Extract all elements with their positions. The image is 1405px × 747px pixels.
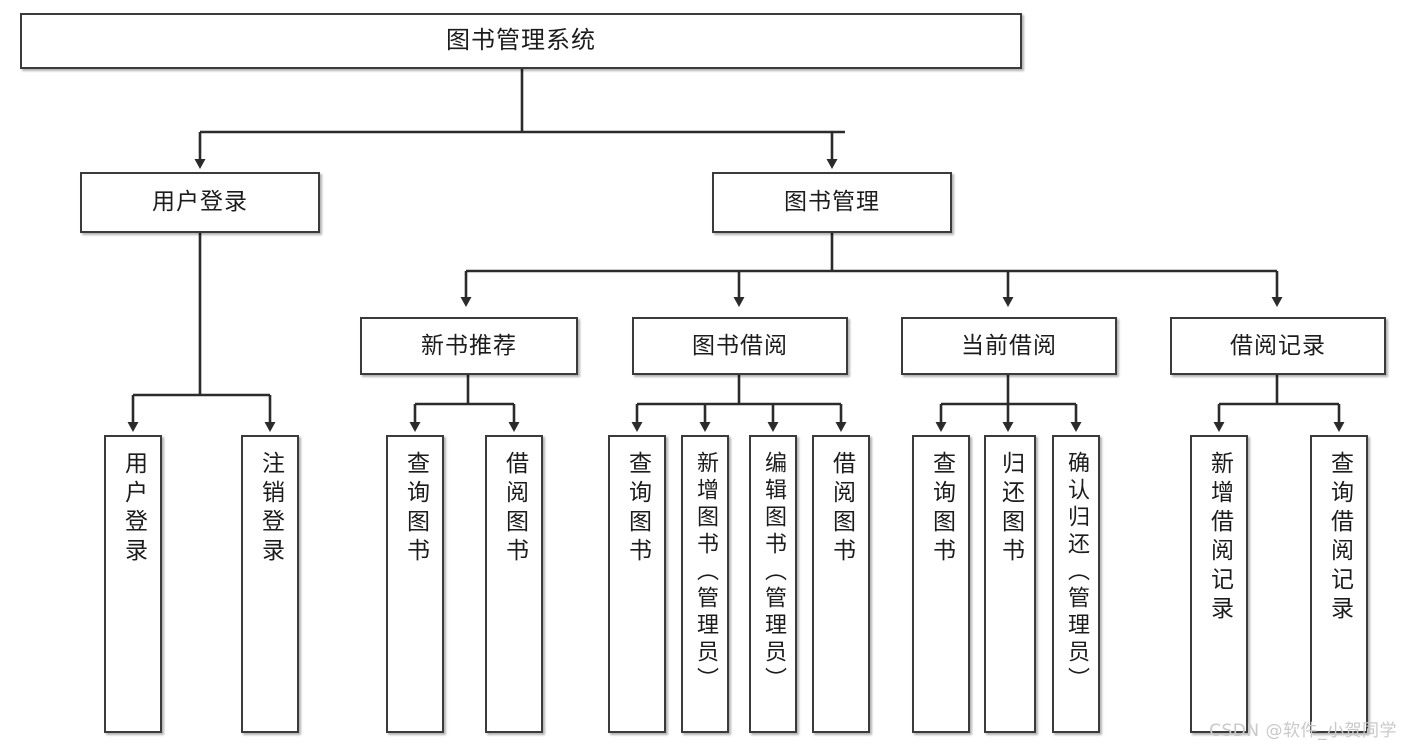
node-label: 归还图书: [997, 451, 1024, 567]
node-label: 查询图书: [624, 451, 651, 567]
node-label: 新增图书（管理员）: [693, 451, 718, 694]
leaf-new-book-query[interactable]: 查询图书: [386, 435, 444, 733]
node-root-library-system[interactable]: 图书管理系统: [20, 13, 1022, 69]
leaf-current-return-book[interactable]: 归还图书: [984, 435, 1036, 733]
node-label: 新书推荐: [421, 332, 517, 359]
node-label: 图书借阅: [692, 332, 788, 359]
leaf-current-confirm-return-admin[interactable]: 确认归还（管理员）: [1052, 435, 1100, 733]
leaf-borrow-query-book[interactable]: 查询图书: [608, 435, 666, 733]
leaf-user-login-login[interactable]: 用户登录: [104, 435, 162, 733]
node-book-borrow[interactable]: 图书借阅: [632, 317, 848, 375]
node-label: 注销登录: [257, 451, 284, 567]
node-borrow-record[interactable]: 借阅记录: [1170, 317, 1386, 375]
node-label: 查询图书: [402, 451, 429, 567]
node-label: 借阅图书: [501, 451, 528, 567]
node-user-login[interactable]: 用户登录: [80, 172, 320, 233]
node-label: 确认归还（管理员）: [1064, 451, 1089, 694]
leaf-current-query-book[interactable]: 查询图书: [912, 435, 970, 733]
node-label: 查询借阅记录: [1326, 451, 1353, 625]
leaf-record-query-record[interactable]: 查询借阅记录: [1310, 435, 1368, 733]
node-label: 用户登录: [152, 189, 248, 216]
node-label: 编辑图书（管理员）: [761, 451, 786, 694]
node-label: 图书管理: [784, 189, 880, 216]
node-label: 用户登录: [120, 451, 147, 567]
leaf-borrow-add-book-admin[interactable]: 新增图书（管理员）: [681, 435, 729, 733]
node-label: 新增借阅记录: [1206, 451, 1233, 625]
node-label: 借阅图书: [828, 451, 855, 567]
leaf-borrow-borrow-book[interactable]: 借阅图书: [812, 435, 870, 733]
node-current-borrow[interactable]: 当前借阅: [901, 317, 1117, 375]
node-label: 查询图书: [928, 451, 955, 567]
node-label: 图书管理系统: [446, 26, 596, 55]
leaf-user-login-logout[interactable]: 注销登录: [241, 435, 299, 733]
csdn-watermark: CSDN @软件_小贺同学: [1209, 721, 1397, 741]
leaf-borrow-edit-book-admin[interactable]: 编辑图书（管理员）: [749, 435, 797, 733]
node-label: 借阅记录: [1230, 332, 1326, 359]
leaf-new-book-borrow[interactable]: 借阅图书: [485, 435, 543, 733]
node-book-management[interactable]: 图书管理: [712, 172, 952, 233]
node-new-book-recommend[interactable]: 新书推荐: [360, 317, 578, 375]
node-label: 当前借阅: [961, 332, 1057, 359]
leaf-record-add-record[interactable]: 新增借阅记录: [1190, 435, 1248, 733]
